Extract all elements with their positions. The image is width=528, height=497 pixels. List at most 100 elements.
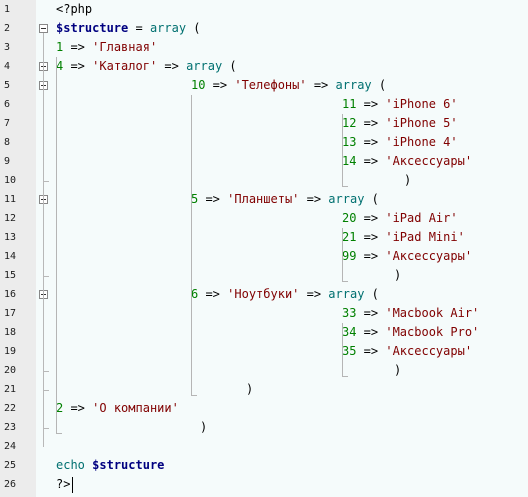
code-text: 35 => 'Аксессуары' xyxy=(342,342,472,361)
code-token: 14 xyxy=(342,154,357,168)
code-token: ?> xyxy=(56,477,71,491)
code-token: array xyxy=(328,287,365,301)
code-line: ) xyxy=(0,418,528,437)
code-line: $structure = array ( xyxy=(0,19,528,38)
line-number: 24 xyxy=(4,441,17,452)
code-line: 35 => 'Аксессуары' xyxy=(0,342,528,361)
code-token: 1 xyxy=(56,40,64,54)
code-token: => xyxy=(157,59,187,73)
code-token: 13 xyxy=(342,135,357,149)
code-token: => xyxy=(356,97,386,111)
code-line: 20 => 'iPad Air' xyxy=(0,209,528,228)
code-token: 99 xyxy=(342,249,357,263)
code-token: ( xyxy=(186,21,201,35)
code-text: 33 => 'Macbook Air' xyxy=(342,304,479,323)
code-line: echo $structure xyxy=(0,456,528,475)
line-number: 6 xyxy=(4,99,11,110)
fold-end-marker xyxy=(43,390,49,391)
indent-guide-end xyxy=(342,281,348,282)
code-token: => xyxy=(356,325,386,339)
indent-guide-end xyxy=(56,433,62,434)
code-line: 33 => 'Macbook Air' xyxy=(0,304,528,323)
indent-guide xyxy=(191,95,192,395)
code-token: 5 xyxy=(191,192,199,206)
fold-end-marker xyxy=(43,428,49,429)
code-token: => xyxy=(198,287,228,301)
line-number: 1 xyxy=(4,4,11,15)
code-token: ( xyxy=(222,59,237,73)
code-token: 'Аксессуары' xyxy=(385,344,473,358)
code-text: 99 => 'Аксессуары' xyxy=(342,247,472,266)
code-line: 5 => 'Планшеты' => array ( xyxy=(0,190,528,209)
code-line: 34 => 'Macbook Pro' xyxy=(0,323,528,342)
line-number: 2 xyxy=(4,23,11,34)
line-number: 22 xyxy=(4,403,17,414)
code-line: 13 => 'iPhone 4' xyxy=(0,133,528,152)
line-number: 13 xyxy=(4,232,17,243)
code-text: 10 => 'Телефоны' => array ( xyxy=(191,76,386,95)
code-token: 'iPad Air' xyxy=(385,211,458,225)
code-token: 2 xyxy=(56,401,64,415)
code-token: 'Телефоны' xyxy=(234,78,307,92)
code-token: => xyxy=(356,135,386,149)
fold-connector-line xyxy=(43,33,44,447)
line-number: 11 xyxy=(4,194,17,205)
indent-guide xyxy=(342,228,343,281)
fold-margin xyxy=(36,0,54,497)
line-number: 12 xyxy=(4,213,17,224)
text-cursor xyxy=(72,477,73,493)
fold-end-marker xyxy=(43,371,49,372)
code-token: 'iPhone 5' xyxy=(385,116,458,130)
code-text: $structure = array ( xyxy=(56,19,201,38)
line-number: 9 xyxy=(4,156,11,167)
line-number: 7 xyxy=(4,118,11,129)
code-token: <?php xyxy=(56,2,93,16)
code-token: => xyxy=(356,230,386,244)
code-line: ) xyxy=(0,361,528,380)
line-number: 18 xyxy=(4,327,17,338)
code-token: 21 xyxy=(342,230,357,244)
code-text: ) xyxy=(404,171,411,190)
code-token: 34 xyxy=(342,325,357,339)
code-text: 13 => 'iPhone 4' xyxy=(342,133,458,152)
code-token: => xyxy=(205,78,235,92)
line-number: 23 xyxy=(4,422,17,433)
fold-toggle-icon[interactable] xyxy=(39,24,48,33)
code-token: ) xyxy=(404,173,412,187)
code-text: ) xyxy=(394,361,401,380)
code-line: 14 => 'Аксессуары' xyxy=(0,152,528,171)
code-token: 6 xyxy=(191,287,199,301)
code-token: echo xyxy=(56,458,85,472)
code-text: 5 => 'Планшеты' => array ( xyxy=(191,190,379,209)
line-number: 16 xyxy=(4,289,17,300)
code-token: $structure xyxy=(56,21,129,35)
code-token: ) xyxy=(246,382,254,396)
code-token: 'iPhone 4' xyxy=(385,135,458,149)
code-line: ?> xyxy=(0,475,528,494)
code-token: => xyxy=(356,211,386,225)
code-text: 12 => 'iPhone 5' xyxy=(342,114,458,133)
indent-guide xyxy=(342,323,343,376)
code-token: 'Главная' xyxy=(92,40,158,54)
code-token: 20 xyxy=(342,211,357,225)
code-text: 20 => 'iPad Air' xyxy=(342,209,458,228)
code-line: <?php xyxy=(0,0,528,19)
code-text: 21 => 'iPad Mini' xyxy=(342,228,465,247)
code-token: => xyxy=(299,287,329,301)
code-line: 21 => 'iPad Mini' xyxy=(0,228,528,247)
code-token: = xyxy=(128,21,150,35)
indent-guide-end xyxy=(191,395,197,396)
code-text: 1 => 'Главная' xyxy=(56,38,157,57)
line-number: 21 xyxy=(4,384,17,395)
code-token: array xyxy=(335,78,372,92)
line-number: 8 xyxy=(4,137,11,148)
code-token: 10 xyxy=(191,78,206,92)
code-text: ) xyxy=(394,266,401,285)
code-token: 33 xyxy=(342,306,357,320)
line-number: 17 xyxy=(4,308,17,319)
line-number: 4 xyxy=(4,61,11,72)
code-token: => xyxy=(356,249,386,263)
code-token: ) xyxy=(200,420,208,434)
